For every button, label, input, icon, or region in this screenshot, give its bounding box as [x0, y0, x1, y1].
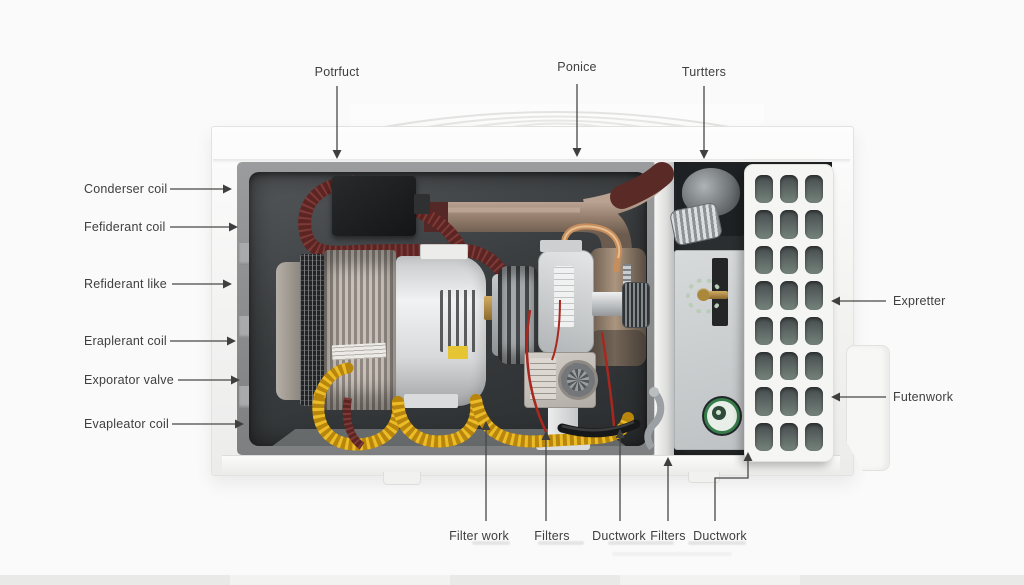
label-conderser-coil: Conderser coil — [84, 182, 168, 196]
grille-hole — [805, 316, 823, 345]
vent-grille-panel — [744, 164, 834, 462]
grille-hole — [780, 316, 798, 345]
grille-hole — [755, 316, 773, 345]
capacitor-connector — [414, 194, 430, 214]
pressure-gauge-needle-hub — [716, 410, 721, 415]
grille-hole — [780, 422, 798, 451]
grille-hole — [755, 245, 773, 275]
grille-hole — [805, 281, 823, 310]
grille-hole — [805, 175, 823, 204]
brass-key — [704, 291, 728, 299]
grille-hole — [780, 175, 798, 204]
label-fefiderant-coil: Fefiderant coil — [84, 220, 166, 234]
microtext-artifact — [608, 541, 674, 545]
label-ductwork-1: Ductwork — [592, 529, 646, 543]
knurled-shaft-end — [622, 282, 650, 328]
label-filter-work: Filter work — [449, 529, 509, 543]
compartment-divider — [654, 162, 674, 455]
flywheel-stack — [498, 266, 538, 364]
bottom-strip — [0, 575, 1024, 585]
grille-hole — [805, 387, 823, 416]
grille-hole — [805, 422, 823, 451]
microtext-artifact — [612, 552, 732, 556]
grille-hole — [780, 210, 798, 239]
label-exporator-valve: Exporator valve — [84, 373, 174, 387]
label-refiderant-like: Refiderant like — [84, 277, 167, 291]
label-ductwork-2: Ductwork — [693, 529, 747, 543]
grille-hole — [805, 210, 823, 239]
compressor-label — [554, 266, 574, 328]
grille-hole — [755, 351, 773, 381]
casing-seam — [213, 159, 850, 163]
unit-base — [222, 455, 840, 474]
capacitor-box — [332, 176, 416, 236]
grille-hole — [755, 422, 773, 451]
microtext-artifact — [688, 541, 746, 545]
label-futenwork: Futenwork — [893, 390, 954, 404]
motor-nameplate — [331, 342, 387, 361]
brass-key-head — [697, 288, 710, 301]
label-ponice: Ponice — [557, 60, 597, 74]
pedestal-base — [536, 438, 590, 450]
pedestal — [548, 404, 578, 440]
grille-hole — [755, 175, 773, 204]
bottom-strip-segment — [620, 575, 800, 585]
compressor-bracket — [540, 240, 582, 252]
bottom-strip-segment — [230, 575, 450, 585]
grille-hole — [780, 387, 798, 416]
microtext-artifact — [538, 541, 584, 545]
fan-grille-arcs — [350, 104, 764, 131]
motor-top-bracket — [420, 244, 468, 260]
motor-finned-barrel — [324, 250, 396, 410]
grille-hole — [755, 387, 773, 416]
drive-shaft — [592, 292, 624, 316]
control-device-vent — [558, 360, 598, 400]
label-filters-2: Filters — [650, 529, 686, 543]
control-device-label — [530, 358, 556, 400]
label-evapleator-coil: Evapleator coil — [84, 417, 169, 431]
grille-hole — [755, 281, 773, 310]
grille-hole — [755, 210, 773, 239]
unit-foot-right — [688, 472, 720, 483]
grille-hole — [780, 351, 798, 381]
grille-hole — [780, 281, 798, 310]
motor-vent-slots — [440, 290, 478, 352]
microtext-artifact — [472, 541, 510, 545]
label-expretter: Expretter — [893, 294, 946, 308]
label-eraplerant-coil: Eraplerant coil — [84, 334, 167, 348]
label-filters-1: Filters — [534, 529, 570, 543]
motor-end-cap — [276, 262, 300, 400]
grille-hole — [780, 245, 798, 275]
label-turtters: Turtters — [681, 65, 727, 79]
warning-sticker — [448, 346, 468, 359]
unit-foot-left — [383, 472, 421, 485]
label-potrfuct: Potrfuct — [314, 65, 360, 79]
motor-mount-foot — [404, 394, 458, 408]
grille-hole — [805, 351, 823, 381]
motor-vent-mesh — [300, 254, 324, 406]
side-bracket — [846, 345, 890, 471]
grille-hole — [805, 245, 823, 275]
